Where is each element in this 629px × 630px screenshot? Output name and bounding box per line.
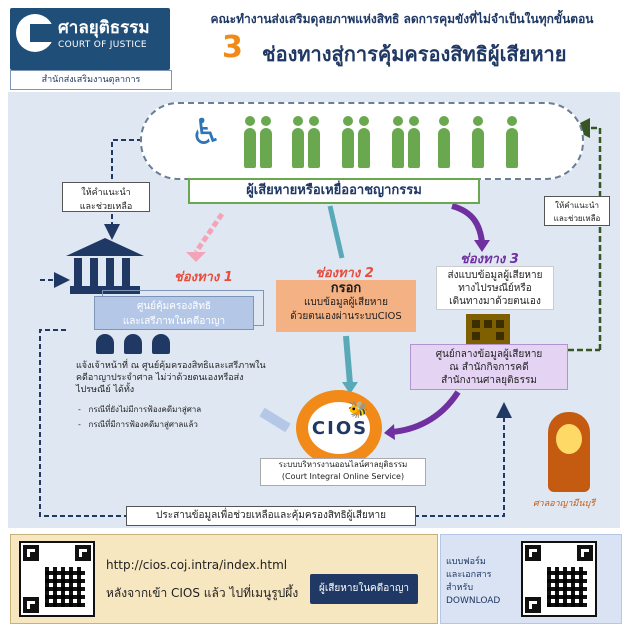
wheelchair-icon: ♿ — [190, 112, 223, 153]
teal-arrow-top — [327, 205, 345, 259]
title-number: 3 — [222, 30, 243, 65]
hq-line2: ณ สำนักกิจการคดี — [449, 362, 529, 373]
advice-left-line2: และช่วยเหลือ — [79, 202, 133, 212]
cios-subtitle: ระบบบริหารงานออนไลน์ศาลยุติธรรม (Court I… — [260, 458, 426, 486]
cios-subtitle-line2: (Court Integral Online Service) — [281, 472, 405, 481]
download-label: แบบฟอร์ม และเอกสาร สำหรับ DOWNLOAD — [446, 556, 512, 608]
bee-icon: 🐝 — [348, 400, 368, 419]
cios-logo-inner — [308, 402, 370, 454]
officer-icon — [96, 334, 114, 354]
person-icon — [342, 116, 354, 168]
cios-name: CIOS — [311, 418, 369, 439]
logo-thai-text: ศาลยุติธรรม — [58, 18, 150, 38]
download-line: และเอกสาร — [446, 570, 492, 580]
advice-right-box: ให้คำแนะนำ และช่วยเหลือ — [544, 196, 610, 226]
title-line1: คณะทำงานส่งเสริมดุลยภาพแห่งสิทธิ ลดการคุ… — [210, 12, 594, 26]
purple-arrow-bottom — [391, 390, 461, 435]
court-building-icon — [66, 238, 144, 296]
desc-to-cios-arrow — [259, 407, 291, 433]
person-icon — [438, 116, 450, 168]
right-bottom-loop — [414, 402, 512, 517]
purple-arrow-top — [451, 203, 485, 243]
provincial-court-label: ศาลอาญามีนบุรี — [532, 499, 596, 509]
qr-code-icon[interactable] — [521, 541, 597, 617]
court-c-icon — [16, 14, 54, 52]
channel2-line1: แบบข้อมูลผู้เสียหาย — [303, 297, 388, 308]
send-line3: เดินทางมาด้วยตนเอง — [449, 296, 541, 307]
court-emblem-icon — [548, 412, 590, 492]
victim-data-center-box: ศูนย์กลางข้อมูลผู้เสียหาย ณ สำนักกิจการค… — [410, 344, 568, 390]
case-item-text: กรณีที่ยังไม่มีการฟ้องคดีมาสู่ศาล — [88, 405, 202, 414]
case-item-text: กรณีที่มีการฟ้องคดีมาสู่ศาลแล้ว — [88, 420, 198, 429]
channel1-description: แจ้งเจ้าหน้าที่ ณ ศูนย์คุ้มครองสิทธิและเ… — [76, 361, 266, 395]
download-line: DOWNLOAD — [446, 596, 501, 606]
rights-center-line1: ศูนย์คุ้มครองสิทธิ — [136, 301, 212, 312]
send-line2: ทางไปรษณีย์หรือ — [458, 283, 532, 294]
hq-line3: สำนักงานศาลยุติธรรม — [441, 375, 537, 386]
right-advice-arrow — [570, 118, 602, 350]
logo-english-text: COURT OF JUSTICE — [58, 40, 147, 50]
channel2-title: ช่องทาง 2 — [315, 266, 374, 281]
case-item: - กรณีที่มีการฟ้องคดีมาสู่ศาลแล้ว — [78, 420, 198, 429]
channel1-title: ช่องทาง 1 — [174, 270, 233, 285]
advice-right-line1: ให้คำแนะนำ — [555, 201, 599, 210]
footer-download-panel — [440, 534, 622, 624]
person-icon — [260, 116, 272, 168]
pink-arrow — [193, 212, 225, 254]
title-line2: ช่องทางสู่การคุ้มครองสิทธิผู้เสียหาย — [262, 42, 567, 66]
channel1-case-list: - กรณีที่ยังไม่มีการฟ้องคดีมาสู่ศาล - กร… — [78, 402, 258, 432]
channel3-title: ช่องทาง 3 — [460, 252, 519, 267]
person-icon — [392, 116, 404, 168]
person-icon — [244, 116, 256, 168]
officer-icon — [152, 334, 170, 354]
channel2-line2: ด้วยตนเองผ่านระบบCIOS — [290, 311, 402, 322]
download-line: สำหรับ — [446, 583, 474, 593]
rights-center-line2: และเสรีภาพในคดีอาญา — [122, 316, 226, 327]
channel2-fill-box: กรอก แบบข้อมูลผู้เสียหาย ด้วยตนเองผ่านระ… — [276, 280, 416, 332]
person-icon — [408, 116, 420, 168]
send-line1: ส่งแบบข้อมูลผู้เสียหาย — [447, 270, 543, 281]
case-item: - กรณีที่ยังไม่มีการฟ้องคดีมาสู่ศาล — [78, 405, 202, 414]
cios-subtitle-line1: ระบบบริหารงานออนไลน์ศาลยุติธรรม — [278, 460, 408, 469]
rights-center-box: ศูนย์คุ้มครองสิทธิ และเสรีภาพในคดีอาญา — [94, 296, 254, 330]
qr-code-icon[interactable] — [19, 541, 95, 617]
channel3-send-box: ส่งแบบข้อมูลผู้เสียหาย ทางไปรษณีย์หรือ เ… — [436, 266, 554, 310]
person-icon — [358, 116, 370, 168]
hq-line1: ศูนย์กลางข้อมูลผู้เสียหาย — [435, 349, 543, 360]
person-icon — [506, 116, 518, 168]
cios-url-link[interactable]: http://cios.coj.intra/index.html — [106, 558, 288, 572]
officer-icon — [124, 334, 142, 354]
menu-instruction: หลังจากเข้า CIOS แล้ว ไปที่เมนูรูปผึ้ง — [106, 586, 299, 600]
channel2-heading: กรอก — [330, 281, 362, 296]
victims-cloud: ♿ — [140, 102, 584, 180]
advice-left-line1: ให้คำแนะนำ — [81, 188, 131, 198]
victim-menu-button[interactable]: ผู้เสียหายในคดีอาญา — [310, 574, 418, 604]
advice-right-line2: และช่วยเหลือ — [553, 214, 601, 223]
court-logo: ศาลยุติธรรม COURT OF JUSTICE — [10, 8, 170, 70]
office-building-icon — [466, 314, 510, 344]
advice-left-box: ให้คำแนะนำ และช่วยเหลือ — [62, 182, 150, 212]
person-icon — [292, 116, 304, 168]
coordination-label: ประสานข้อมูลเพื่อช่วยเหลือและคุ้มครองสิท… — [126, 506, 416, 526]
person-icon — [308, 116, 320, 168]
office-label: สำนักส่งเสริมงานตุลาการ — [10, 70, 172, 90]
teal-arrow-bottom — [343, 335, 353, 385]
person-icon — [472, 116, 484, 168]
left-bottom-loop — [39, 329, 126, 517]
victim-label: ผู้เสียหายหรือเหยื่ออาชญากรรม — [188, 178, 480, 204]
download-line: แบบฟอร์ม — [446, 557, 486, 567]
